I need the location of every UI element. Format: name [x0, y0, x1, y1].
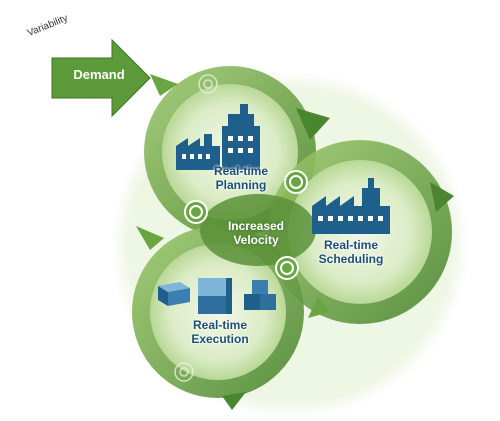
execution-label: Real-time Execution	[172, 318, 268, 346]
planning-label-line2: Planning	[215, 178, 267, 192]
center-label-line2: Velocity	[233, 233, 279, 247]
target-marker	[198, 74, 218, 94]
factory-icon	[176, 104, 260, 170]
execution-label-line1: Real-time	[192, 318, 248, 332]
target-marker	[275, 256, 299, 280]
planning-label: Real-time Planning	[196, 164, 286, 192]
scheduling-label-line1: Real-time	[323, 238, 379, 252]
execution-label-line2: Execution	[191, 332, 249, 346]
center-label: Increased Velocity	[204, 219, 308, 247]
demand-arrow	[51, 38, 151, 118]
center-overlap	[200, 194, 316, 266]
center-label-line1: Increased	[227, 219, 285, 233]
planning-label-line1: Real-time	[213, 164, 269, 178]
target-marker	[184, 200, 208, 224]
target-marker	[284, 170, 308, 194]
scheduling-label-line2: Scheduling	[318, 252, 384, 266]
target-marker	[174, 362, 194, 382]
factory-icon	[312, 178, 390, 234]
demand-label: Demand	[73, 67, 125, 82]
boxes-icon	[158, 278, 276, 314]
scheduling-label: Real-time Scheduling	[303, 238, 399, 266]
